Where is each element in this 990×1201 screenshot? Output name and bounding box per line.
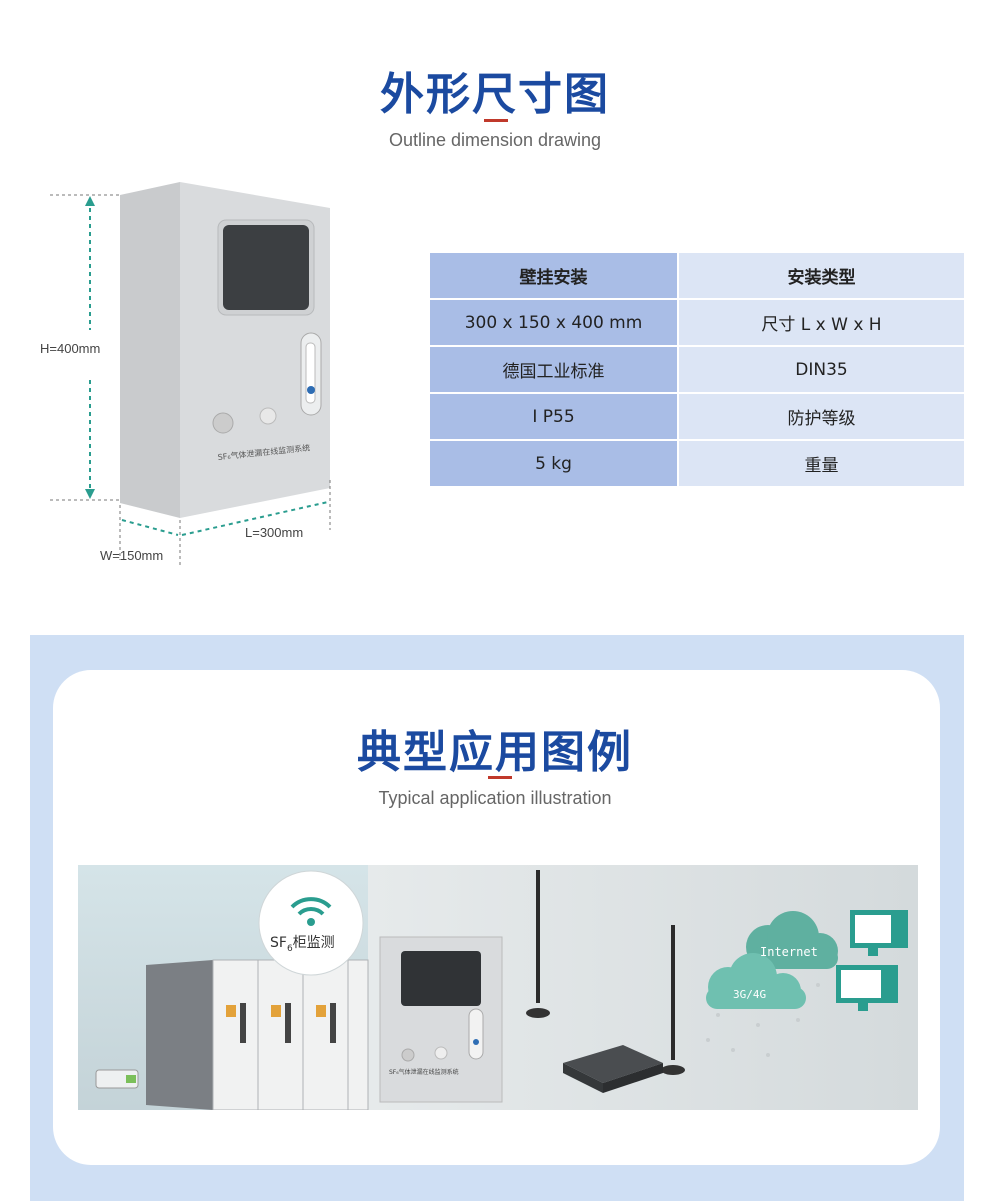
table-header-row: 壁挂安装 安装类型 (430, 253, 966, 300)
section-title-outline: 外形尺寸图 (380, 69, 610, 120)
table-cell: 德国工业标准 (430, 347, 679, 394)
section-subtitle-application: Typical application illustration (378, 788, 612, 808)
badge-subscript: 6 (286, 943, 293, 954)
section-subtitle-outline: Outline dimension drawing (388, 130, 602, 150)
table-row: 5 kg 重量 (430, 441, 966, 488)
panel-label: SF₆气体泄漏在线监测系统 (389, 1069, 459, 1076)
table-cell: 尺寸 L x W x H (679, 300, 966, 347)
title-underline (484, 119, 508, 122)
title-underline (488, 776, 512, 779)
section-title-application: 典型应用图例 (357, 727, 633, 778)
table-header-cell: 壁挂安装 (430, 253, 679, 300)
table-cell: 防护等级 (679, 394, 966, 441)
badge-text: 柜监测 (292, 935, 335, 951)
cloud-internet-label: Internet (760, 945, 818, 959)
length-label: L=300mm (245, 525, 304, 540)
table-row: 德国工业标准 DIN35 (430, 347, 966, 394)
table-cell: 300 x 150 x 400 mm (430, 300, 679, 347)
table-row: I P55 防护等级 (430, 394, 966, 441)
height-label: H=400mm (40, 341, 101, 356)
width-label: W=150mm (100, 548, 164, 563)
badge-sf: SF (270, 935, 287, 951)
dimension-drawing: SF₆气体泄漏在线监测系统 H=400mm W=150mm L=300mm (30, 170, 410, 580)
spec-table: 壁挂安装 安装类型 300 x 150 x 400 mm 尺寸 L x W x … (430, 253, 966, 488)
table-header-cell: 安装类型 (679, 253, 966, 300)
table-cell: I P55 (430, 394, 679, 441)
application-scene (78, 865, 918, 1111)
table-cell: DIN35 (679, 347, 966, 394)
application-illustration: SF6柜监测 SF₆气体泄漏在线监测系统 Internet 3G/4G (78, 865, 918, 1111)
cloud-mobile-label: 3G/4G (733, 988, 767, 1001)
sf6-badge-label: SF6柜监测 (270, 932, 335, 954)
table-cell: 5 kg (430, 441, 679, 488)
table-row: 300 x 150 x 400 mm 尺寸 L x W x H (430, 300, 966, 347)
table-cell: 重量 (679, 441, 966, 488)
cabinet-illustration: SF₆气体泄漏在线监测系统 (50, 182, 331, 568)
